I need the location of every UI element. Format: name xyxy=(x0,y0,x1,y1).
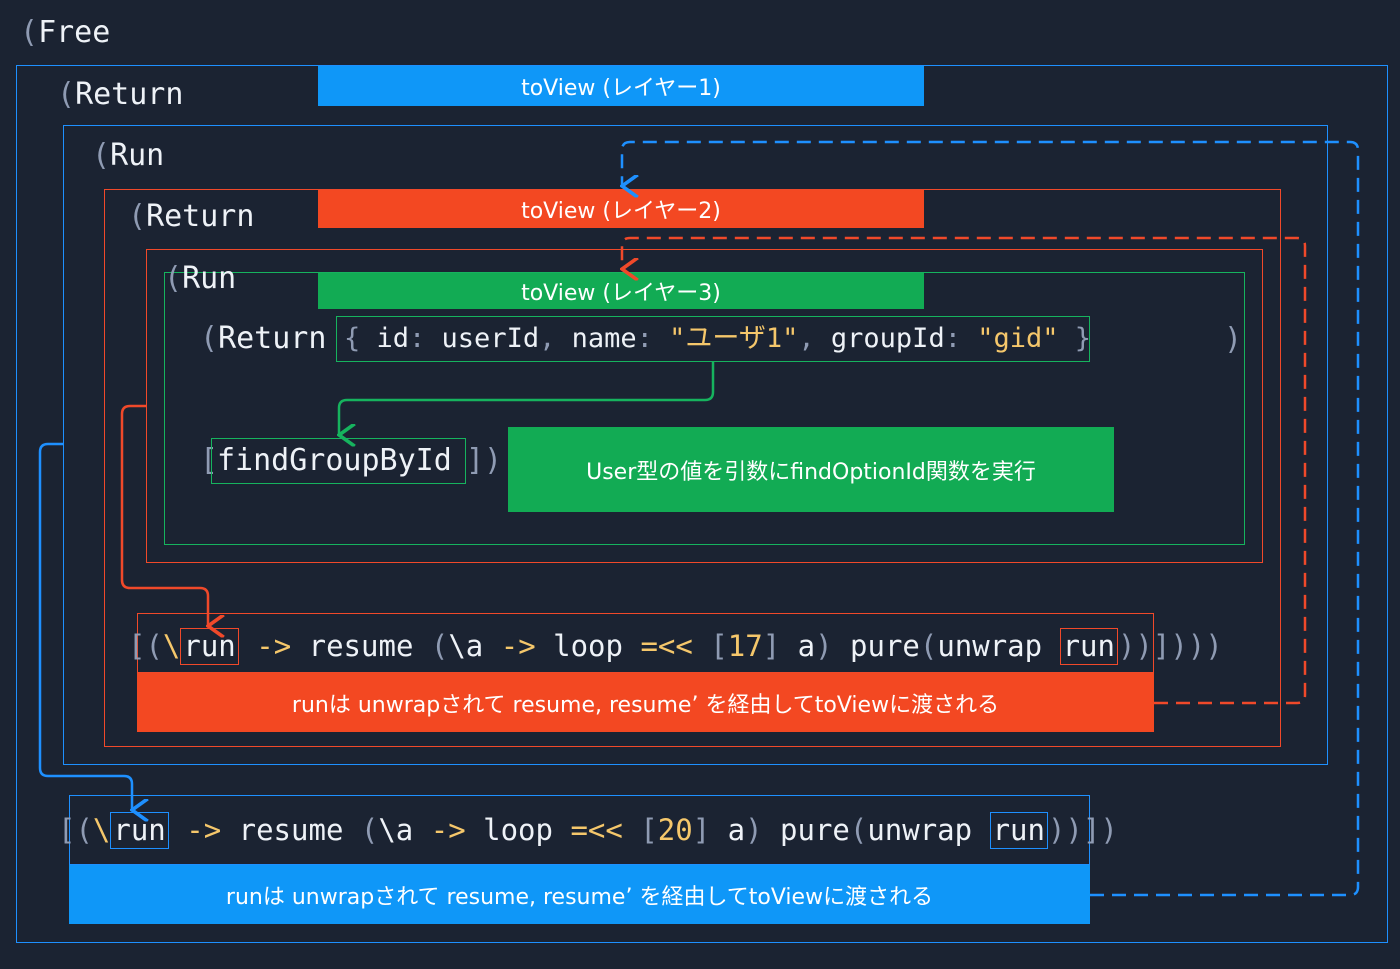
return-frame-3 xyxy=(164,272,1245,545)
record-box xyxy=(336,316,1090,362)
user-note-banner: User型の値を引数にfindOptionId関数を実行 xyxy=(508,427,1114,512)
run-label-1: (Run xyxy=(92,138,165,173)
blue-note-banner: runは unwrapされて resume, resume’ を経由してtoVi… xyxy=(69,865,1090,924)
return-label-3: (Return xyxy=(200,321,327,356)
blue-dashed-arrow xyxy=(622,140,1360,897)
run-frame-1 xyxy=(63,125,1328,765)
run-label-2: (Run xyxy=(164,261,237,296)
blue-solid-arrow xyxy=(38,442,132,810)
func-open-bracket: [ xyxy=(200,443,219,478)
red-code-line: [(\run -> resume (\a -> loop =<< [17] a)… xyxy=(128,628,1223,665)
red-dashed-arrow xyxy=(622,236,1307,705)
toview-layer1-banner: toView (レイヤー1) xyxy=(318,66,924,106)
red-note-banner: runは unwrapされて resume, resume’ を経由してtoVi… xyxy=(137,673,1154,732)
return-label-1: (Return xyxy=(57,77,184,112)
return-frame-2 xyxy=(104,189,1281,747)
blue-code-frame xyxy=(69,795,1090,865)
red-solid-arrow xyxy=(120,404,208,626)
free-label: (Free xyxy=(20,15,111,50)
return-close-paren: ) xyxy=(1224,322,1243,357)
func-name: findGroupById xyxy=(217,443,452,478)
free-frame xyxy=(16,65,1388,943)
return-label-2: (Return xyxy=(128,199,255,234)
func-close-brackets: ]) xyxy=(466,443,503,478)
blue-code-line: [(\run -> resume (\a -> loop =<< [20] a)… xyxy=(58,812,1118,849)
red-code-frame xyxy=(137,613,1154,673)
run-frame-2 xyxy=(146,249,1263,563)
green-solid-arrow xyxy=(339,362,715,435)
record-literal: { id: userId, name: "ユーザ1", groupId: "gi… xyxy=(344,323,1092,354)
